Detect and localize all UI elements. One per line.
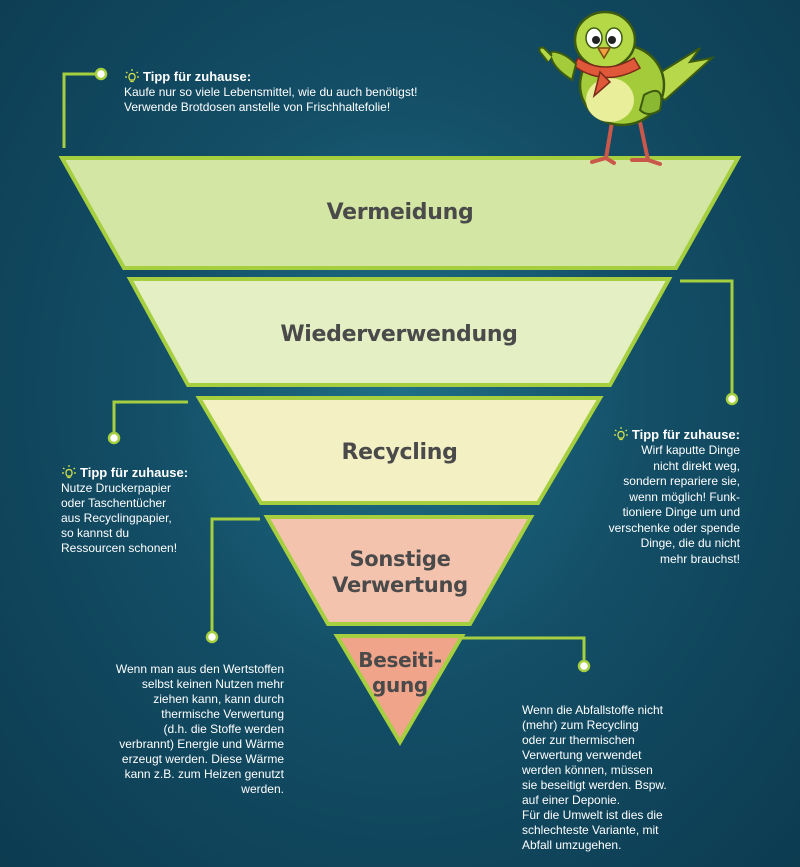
connector-dot <box>577 659 591 673</box>
note-line: werden. <box>241 782 284 796</box>
tip-top-text: Kaufe nur so viele Lebensmittel, wie du … <box>124 85 454 115</box>
tier-label-sonstige-verwertung: Sonstige Verwertung <box>300 546 500 598</box>
bird-mascot-icon <box>538 10 716 166</box>
tip-line: Wirf kaputte Dinge <box>641 443 740 457</box>
note-line: Wenn die Abfallstoffe nicht <box>522 703 663 717</box>
note-line: Wenn man aus den Wertstoffen <box>115 662 284 676</box>
tip-left-text: Nutze Druckerpapier oder Taschentücher a… <box>61 481 211 556</box>
connector-dot <box>205 630 219 644</box>
tip-line: Kaufe nur so viele Lebensmittel, wie du … <box>124 85 418 99</box>
tip-left-title: Tipp für zuhause: <box>61 464 211 480</box>
note-line: schlechteste Variante, mit <box>522 823 659 837</box>
note-line: (mehr) zum Recycling <box>522 718 639 732</box>
connector-beseitigung-note <box>462 636 586 661</box>
note-line: Verwertung verwendet <box>522 748 642 762</box>
tip-top-title: Tipp für zuhause: <box>124 68 454 84</box>
tier-beseitigung <box>333 634 466 746</box>
note-line: (d.h. die Stoffe werden <box>163 722 284 736</box>
tip-line: Nutze Druckerpapier <box>61 481 172 495</box>
connector-dot <box>725 392 739 406</box>
tip-title-text: Tipp für zuhause: <box>631 426 740 442</box>
connector-dot <box>107 431 121 445</box>
note-line: selbst keinen Nutzen mehr <box>141 677 284 691</box>
connector-dot <box>94 67 108 81</box>
lightbulb-icon <box>125 69 139 83</box>
note-line: sie beseitigt werden. Bspw. <box>522 778 667 792</box>
note-verwertung: Wenn man aus den Wertstoffen selbst kein… <box>104 662 284 797</box>
tip-line: so kannst du <box>61 526 130 540</box>
tip-line: mehr brauchst! <box>659 551 740 566</box>
tip-right-title: Tipp für zuhause: <box>590 426 740 442</box>
tip-right: Tipp für zuhause: Wirf kaputte Dinge nic… <box>590 426 740 567</box>
tier-label-vermeidung: Vermeidung <box>326 200 474 225</box>
tier-vermeidung <box>58 156 742 270</box>
tier-label-beseitigung: Beseiti- gung <box>330 648 470 698</box>
tier-sonstige-verwertung <box>263 515 535 626</box>
tip-line: verschenke oder spende <box>608 520 740 535</box>
note-line: auf einer Deponie. <box>522 793 621 807</box>
tier-label-recycling: Recycling <box>341 440 458 465</box>
note-beseitigung: Wenn die Abfallstoffe nicht (mehr) zum R… <box>522 703 722 853</box>
tip-line: oder Taschentücher <box>61 496 167 510</box>
lightbulb-icon <box>62 465 76 479</box>
tip-title-text: Tipp für zuhause: <box>80 464 189 480</box>
connector-right-tip <box>680 279 734 393</box>
note-line: verbrannt) Energie und Wärme <box>119 737 284 751</box>
note-line: kann z.B. zum Heizen genutzt <box>124 767 284 781</box>
note-line: Abfall umzugehen. <box>522 838 622 852</box>
lightbulb-icon <box>613 427 628 441</box>
tip-line: sondern repariere sie, <box>623 474 740 488</box>
tip-title-text: Tipp für zuhause: <box>143 68 252 84</box>
tip-top: Tipp für zuhause: Kaufe nur so viele Leb… <box>124 68 454 115</box>
tier-label-line: gung <box>372 673 428 697</box>
note-line: oder zur thermischen <box>522 733 635 747</box>
tip-line: aus Recyclingpapier, <box>61 511 172 525</box>
tier-label-line: Beseiti- <box>358 648 442 672</box>
tier-wiederverwendung <box>126 277 673 387</box>
tip-line: Dinge, die du nicht <box>640 536 740 550</box>
tip-line: tioniere Dinge um und <box>622 505 740 519</box>
note-line: ziehen kann, kann durch <box>153 692 284 706</box>
tip-right-text: Wirf kaputte Dinge nicht direkt weg, son… <box>590 443 740 567</box>
tip-line: nicht direkt weg, <box>653 458 740 473</box>
tier-recycling <box>195 396 604 505</box>
connector-top-tip <box>62 72 98 148</box>
note-line: werden können, müssen <box>522 763 653 777</box>
connector-verwertung-note <box>210 517 260 632</box>
tier-label-wiederverwendung: Wiederverwendung <box>280 322 518 347</box>
tier-label-line: Verwertung <box>332 573 468 597</box>
tip-line: wenn möglich! Funk- <box>629 489 740 504</box>
connector-left-tip <box>112 400 188 432</box>
tip-left: Tipp für zuhause: Nutze Druckerpapier od… <box>61 464 211 556</box>
note-line: erzeugt werden. Diese Wärme <box>121 752 284 766</box>
tip-line: Verwende Brotdosen anstelle von Frischha… <box>124 100 391 114</box>
note-line: thermische Verwertung <box>161 707 284 721</box>
tier-label-line: Sonstige <box>349 547 451 571</box>
note-line: Für die Umwelt ist dies die <box>522 808 663 822</box>
tip-line: Ressourcen schonen! <box>61 541 178 555</box>
